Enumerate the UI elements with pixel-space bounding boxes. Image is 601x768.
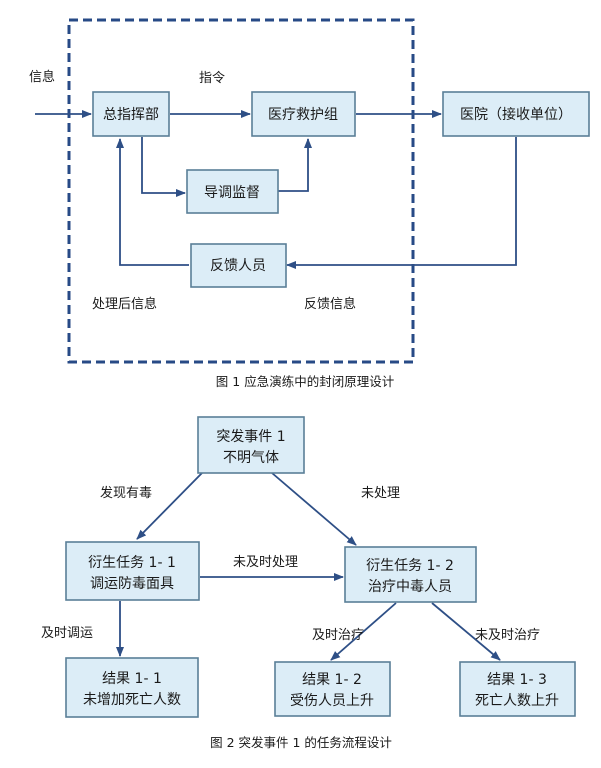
figure-2: 突发事件 1 不明气体 衍生任务 1- 1 调运防毒面具 衍生任务 1- 2 治… (41, 416, 576, 750)
node-hospital-label: 医院（接收单位） (460, 106, 572, 123)
arrow-event-to-task2 (271, 472, 357, 546)
arrow-event-to-task1 (136, 472, 203, 540)
node-task2-line2: 治疗中毒人员 (368, 579, 452, 595)
node-result2-line1: 结果 1- 2 (302, 672, 362, 688)
node-task2: 衍生任务 1- 2 治疗中毒人员 (344, 546, 477, 603)
node-result1-line1: 结果 1- 1 (102, 671, 162, 687)
node-result2-line2: 受伤人员上升 (290, 693, 374, 709)
figure-1: 总指挥部 医疗救护组 医院（接收单位） 导调监督 反馈人员 信息 指令 处理后信… (29, 18, 590, 389)
node-result2: 结果 1- 2 受伤人员上升 (274, 661, 391, 717)
arrow-hospital-to-feedback (286, 137, 517, 269)
node-result3: 结果 1- 3 死亡人数上升 (459, 661, 576, 717)
arrow-task2-to-result2 (330, 602, 397, 661)
label-not-timely: 未及时处理 (233, 555, 298, 570)
node-hq-label: 总指挥部 (103, 107, 159, 123)
node-event-line1: 突发事件 1 (216, 429, 285, 445)
closed-system-frame (67, 18, 415, 364)
node-event-line2: 不明气体 (223, 450, 279, 466)
label-not-handled: 未处理 (361, 486, 400, 501)
node-result3-line1: 结果 1- 3 (487, 672, 547, 688)
node-medical: 医疗救护组 (251, 91, 356, 137)
label-timely-transport: 及时调运 (41, 626, 93, 641)
label-found-toxic: 发现有毒 (100, 485, 152, 501)
node-result1-line2: 未增加死亡人数 (83, 692, 181, 708)
arrow-hq-to-supervise (141, 137, 186, 197)
arrow-supervise-to-medical (278, 138, 312, 192)
arrow-feedback-to-hq (116, 138, 189, 266)
node-task1-line1: 衍生任务 1- 1 (88, 555, 176, 571)
node-task1-line2: 调运防毒面具 (90, 576, 174, 592)
node-feedback: 反馈人员 (190, 243, 287, 288)
node-supervise: 导调监督 (186, 169, 279, 214)
label-info: 信息 (29, 69, 55, 85)
node-hospital: 医院（接收单位） (442, 91, 590, 137)
label-timely-treat: 及时治疗 (312, 628, 364, 643)
label-command: 指令 (199, 71, 225, 86)
label-processed-info: 处理后信息 (92, 296, 157, 312)
node-supervise-label: 导调监督 (204, 185, 260, 201)
label-feedback-info: 反馈信息 (304, 296, 356, 312)
figure-1-caption: 图 1 应急演练中的封闭原理设计 (216, 374, 394, 389)
node-medical-label: 医疗救护组 (268, 107, 338, 123)
figure-2-caption: 图 2 突发事件 1 的任务流程设计 (210, 735, 392, 750)
label-not-timely-treat: 未及时治疗 (475, 628, 540, 643)
node-event: 突发事件 1 不明气体 (197, 416, 305, 474)
node-hq: 总指挥部 (92, 91, 170, 137)
node-task2-line1: 衍生任务 1- 2 (366, 558, 454, 574)
arrow-task2-to-result3 (431, 602, 501, 661)
node-result3-line2: 死亡人数上升 (475, 693, 559, 709)
node-feedback-label: 反馈人员 (210, 258, 266, 274)
node-task1: 衍生任务 1- 1 调运防毒面具 (65, 541, 200, 601)
node-result1: 结果 1- 1 未增加死亡人数 (65, 657, 199, 718)
